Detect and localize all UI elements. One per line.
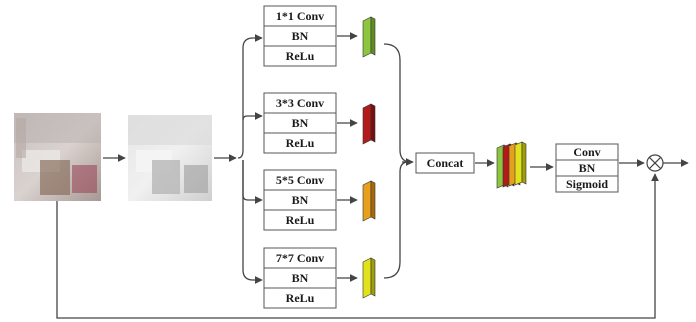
feature-block-4 [362, 257, 376, 299]
concat-block: Concat [415, 152, 475, 174]
concat-label: Concat [427, 156, 464, 170]
branch-3-conv-label: 5*5 Conv [276, 173, 324, 187]
branch-2: 3*3 Conv BN ReLu [263, 92, 337, 154]
brace-branch-3 [242, 160, 263, 204]
brace-branch-2 [242, 112, 263, 121]
branch-4-relu-label: ReLu [286, 291, 315, 305]
feature-slab-3 [362, 180, 376, 222]
branch-1-relu-label: ReLu [286, 49, 315, 63]
merge-brace-top [383, 43, 409, 163]
branch-2-relu-label: ReLu [286, 136, 315, 150]
input-image [14, 113, 101, 201]
feature-slab-4 [362, 257, 376, 299]
preprocessed-image [128, 115, 212, 201]
stack-slab-4 [514, 141, 527, 186]
head-block: Conv BN Sigmoid [555, 143, 619, 193]
head-bn-label: BN [579, 161, 596, 175]
branch-1-conv-label: 1*1 Conv [276, 9, 324, 23]
branch-4: 7*7 Conv BN ReLu [263, 247, 337, 309]
branch-4-bn-label: BN [292, 271, 309, 285]
feature-block-2 [362, 103, 376, 145]
feature-block-3 [362, 180, 376, 222]
branch-3-bn-label: BN [292, 193, 309, 207]
branch-2-bn-label: BN [292, 116, 309, 130]
brace-branch-1 [237, 34, 263, 159]
branch-2-conv-label: 3*3 Conv [276, 96, 324, 110]
feature-block-1 [362, 16, 376, 58]
head-sigmoid-label: Sigmoid [566, 177, 608, 191]
feature-slab-1 [362, 16, 376, 58]
branch-3-relu-label: ReLu [286, 213, 315, 227]
feature-slab-2 [362, 103, 376, 145]
brace-branch-4 [242, 160, 263, 284]
multiply-node [646, 154, 664, 172]
branch-1: 1*1 Conv BN ReLu [263, 5, 337, 67]
concatenated-feature-stack [496, 141, 527, 189]
branch-1-bn-label: BN [292, 29, 309, 43]
branch-3: 5*5 Conv BN ReLu [263, 169, 337, 231]
merge-brace-bottom [383, 161, 409, 279]
skip-connection [56, 173, 659, 319]
branch-4-conv-label: 7*7 Conv [276, 251, 324, 265]
head-conv-label: Conv [573, 145, 600, 159]
